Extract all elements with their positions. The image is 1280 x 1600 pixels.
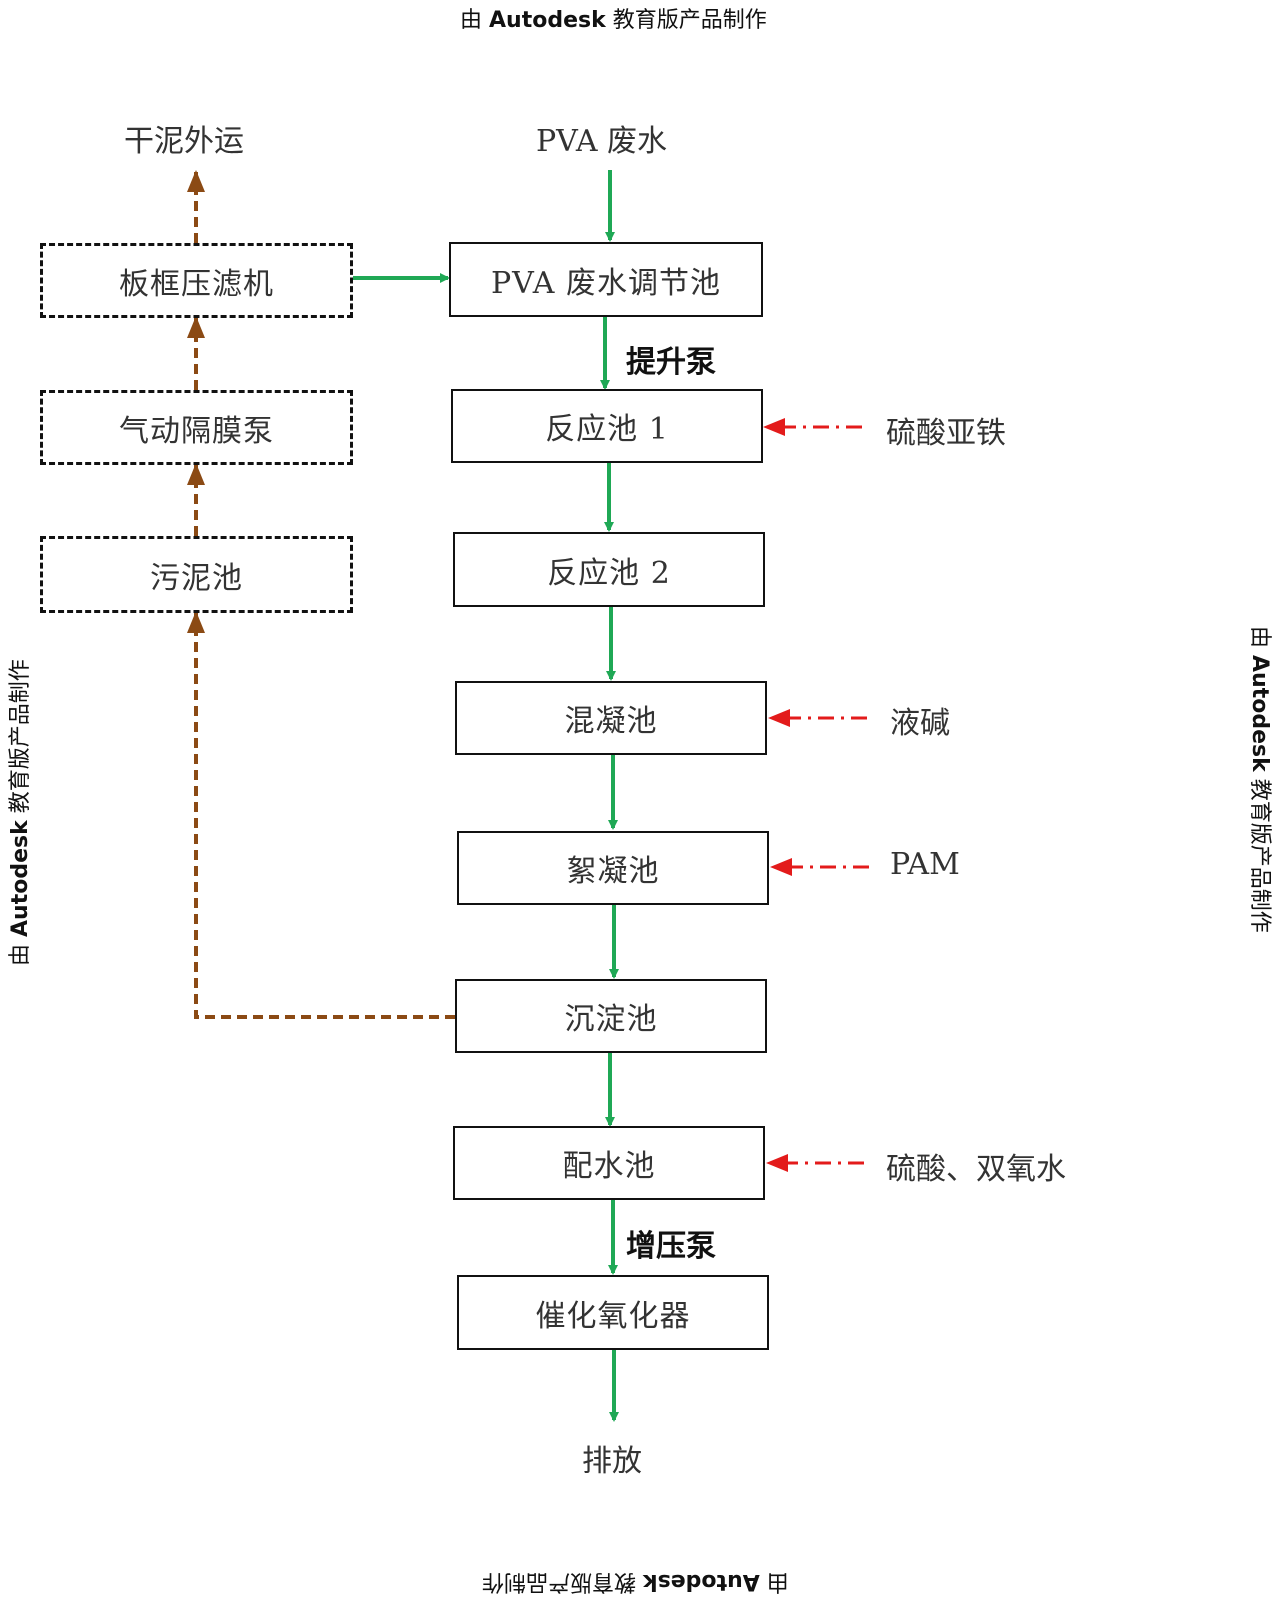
watermark-bottom: 由 Autodesk 教育版产品制作 <box>482 1569 789 1594</box>
watermark-top: 由 Autodesk 教育版产品制作 <box>460 8 767 33</box>
regulating-tank-box: PVA 废水调节池 <box>449 242 763 317</box>
watermark-left: 由 Autodesk 教育版产品制作 <box>8 659 33 966</box>
diaphragm-pump-box: 气动隔膜泵 <box>40 390 353 465</box>
sludge-tank-label: 污泥池 <box>150 560 243 596</box>
coagulation-tank-label: 混凝池 <box>564 704 658 739</box>
sludge-tank-box: 污泥池 <box>40 536 353 613</box>
dosing-ferrous-sulfate: 硫酸亚铁 <box>886 416 1006 451</box>
flocculation-tank-label: 絮凝池 <box>566 854 660 889</box>
diaphragm-pump-label: 气动隔膜泵 <box>119 413 274 449</box>
sedimentation-tank-label: 沉淀池 <box>564 1002 658 1037</box>
input-pva-wastewater: PVA 废水 <box>536 124 668 159</box>
booster-pump-label: 增压泵 <box>626 1229 716 1264</box>
flocculation-tank-box: 絮凝池 <box>457 831 769 905</box>
reaction-tank-2-label: 反应池 2 <box>547 555 671 591</box>
coagulation-tank-box: 混凝池 <box>455 681 767 755</box>
reaction-tank-1-label: 反应池 1 <box>545 412 669 447</box>
dosing-acid-peroxide: 硫酸、双氧水 <box>886 1152 1066 1187</box>
regulating-tank-label: PVA 废水调节池 <box>490 265 721 301</box>
sedimentation-tank-box: 沉淀池 <box>455 979 767 1053</box>
output-discharge: 排放 <box>582 1444 642 1479</box>
filter-press-box: 板框压滤机 <box>40 243 353 318</box>
output-dry-sludge: 干泥外运 <box>124 124 244 159</box>
lift-pump-label: 提升泵 <box>626 345 716 380</box>
dosing-pam: PAM <box>890 847 960 882</box>
dosing-liquid-alkali: 液碱 <box>890 706 950 741</box>
distribution-tank-label: 配水池 <box>562 1149 656 1184</box>
reaction-tank-1-box: 反应池 1 <box>451 389 763 463</box>
sludge-return-line <box>187 611 455 1019</box>
watermark-right: 由 Autodesk 教育版产品制作 <box>1247 626 1272 933</box>
reaction-tank-2-box: 反应池 2 <box>453 532 765 607</box>
catalytic-oxidizer-label: 催化氧化器 <box>535 1298 691 1334</box>
catalytic-oxidizer-box: 催化氧化器 <box>457 1275 769 1350</box>
distribution-tank-box: 配水池 <box>453 1126 765 1200</box>
filter-press-label: 板框压滤机 <box>119 266 274 302</box>
